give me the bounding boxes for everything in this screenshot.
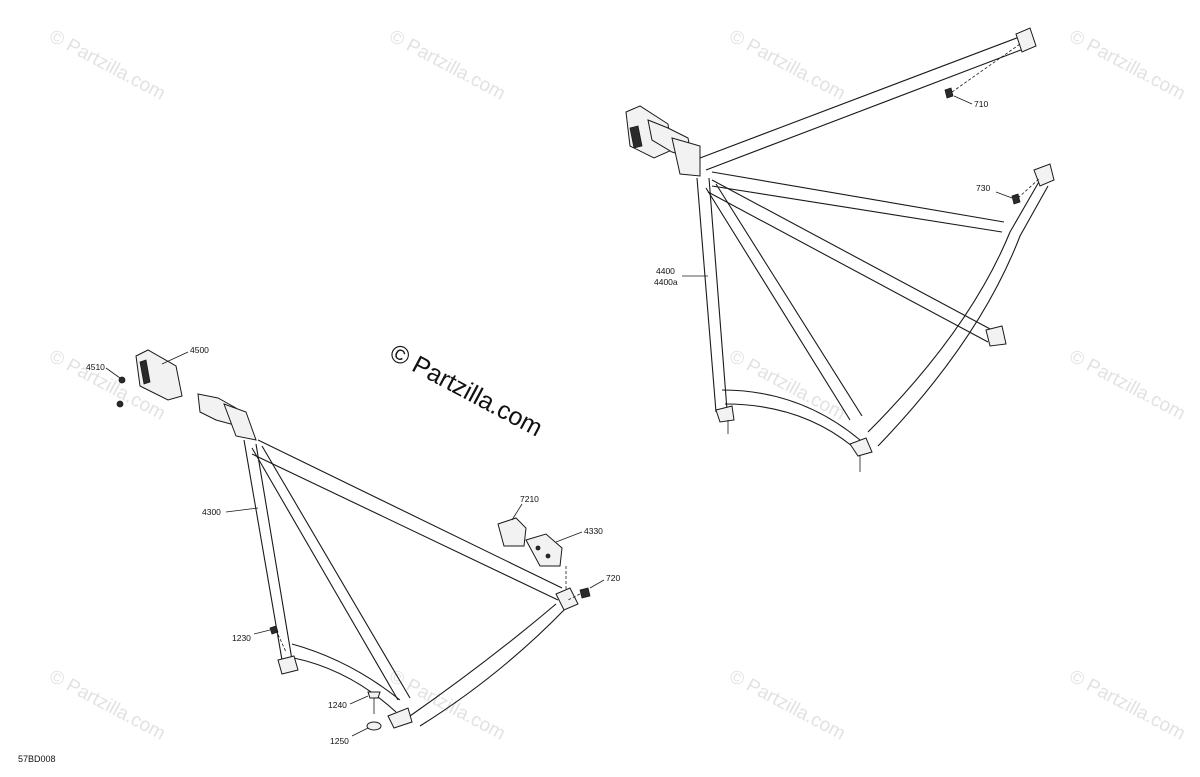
callout-1250: 1250 [330, 736, 349, 746]
bracket-4330-hole-1 [535, 545, 541, 551]
left-lower-strap [291, 643, 401, 713]
callout-730: 730 [976, 183, 990, 193]
left-top-strap [251, 439, 563, 601]
right-top-anchor [1015, 27, 1037, 53]
watermark-10: © Partzilla.com [726, 666, 849, 745]
leader-4300 [225, 507, 259, 513]
left-buckle-body [223, 403, 257, 441]
callout-4400: 4400 [656, 266, 675, 276]
screw-730-icon [1011, 193, 1021, 205]
diagram-code: 57BD008 [18, 754, 56, 764]
right-buckle-button [629, 125, 643, 149]
leader-4330 [555, 531, 583, 543]
bracket-4330 [525, 533, 563, 567]
callout-720: 720 [606, 573, 620, 583]
bracket-4330-hole-2 [545, 553, 551, 559]
left-vertical-strap [243, 439, 293, 661]
right-inner-strap [705, 183, 863, 421]
leader-720-dash [567, 593, 581, 601]
leader-710-dash [951, 43, 1021, 93]
right-vertical-strap [696, 177, 728, 413]
center-watermark: © Partzilla.com [385, 339, 547, 443]
callout-4500: 4500 [190, 345, 209, 355]
watermark-7: © Partzilla.com [1066, 346, 1189, 425]
leader-4500 [161, 351, 189, 365]
leader-1230-dash [275, 629, 287, 653]
left-right-anchor [555, 587, 579, 611]
right-vertical-anchor [715, 405, 735, 423]
callout-layer: 710 730 4400 4400a 4510 4500 4300 7210 4… [86, 95, 1013, 746]
callout-4510: 4510 [86, 362, 105, 372]
leader-1250 [351, 727, 369, 737]
screw-4510-top-icon [118, 376, 126, 384]
callout-710: 710 [974, 99, 988, 109]
right-top-strap [699, 35, 1027, 171]
leader-720 [589, 579, 605, 589]
left-buckle-plate [135, 349, 183, 401]
left-bottom-left-anchor [277, 655, 299, 675]
screw-4510-bottom-icon [116, 400, 124, 408]
callout-1240: 1240 [328, 700, 347, 710]
callout-4400a: 4400a [654, 277, 678, 287]
watermark-8: © Partzilla.com [46, 666, 169, 745]
left-inner-strap [251, 445, 411, 701]
leader-730 [995, 191, 1013, 199]
right-lower-anchor [985, 325, 1007, 347]
right-bottom-anchor [849, 437, 873, 457]
left-bottom-right-anchor [387, 707, 413, 729]
screw-1230-icon [269, 625, 279, 635]
washer-1250-icon [366, 721, 382, 731]
watermark-9: © Partzilla.com [386, 666, 509, 745]
leader-1240 [349, 695, 369, 705]
right-net-assembly [625, 27, 1055, 472]
left-net-assembly [116, 349, 591, 731]
right-cross-strap [711, 171, 1005, 233]
screw-710-icon [944, 87, 954, 99]
leader-4510 [105, 367, 121, 379]
watermark-4: © Partzilla.com [1066, 26, 1189, 105]
leader-710 [953, 95, 973, 105]
right-diagonal-strap [707, 179, 993, 343]
left-right-strap [409, 603, 567, 727]
watermark-2: © Partzilla.com [386, 26, 509, 105]
watermark-layer: © Partzilla.com © Partzilla.com © Partzi… [46, 26, 1189, 745]
screw-1240-icon [367, 691, 381, 699]
callout-4300: 4300 [202, 507, 221, 517]
callout-7210: 7210 [520, 494, 539, 504]
left-buckle-button [139, 359, 151, 385]
watermark-11: © Partzilla.com [1066, 666, 1189, 745]
screw-720-icon [579, 587, 591, 599]
leader-730-dash [1017, 177, 1041, 199]
watermark-3: © Partzilla.com [726, 26, 849, 105]
right-lower-strap [721, 389, 861, 447]
right-side-strap [867, 179, 1049, 447]
right-buckle-body [671, 137, 701, 177]
leader-7210 [511, 503, 523, 521]
leader-1230 [253, 629, 271, 635]
right-middle-anchor [1033, 163, 1055, 187]
callout-1230: 1230 [232, 633, 251, 643]
callout-4330: 4330 [584, 526, 603, 536]
watermark-1: © Partzilla.com [46, 26, 169, 105]
clip-7210 [497, 517, 527, 547]
